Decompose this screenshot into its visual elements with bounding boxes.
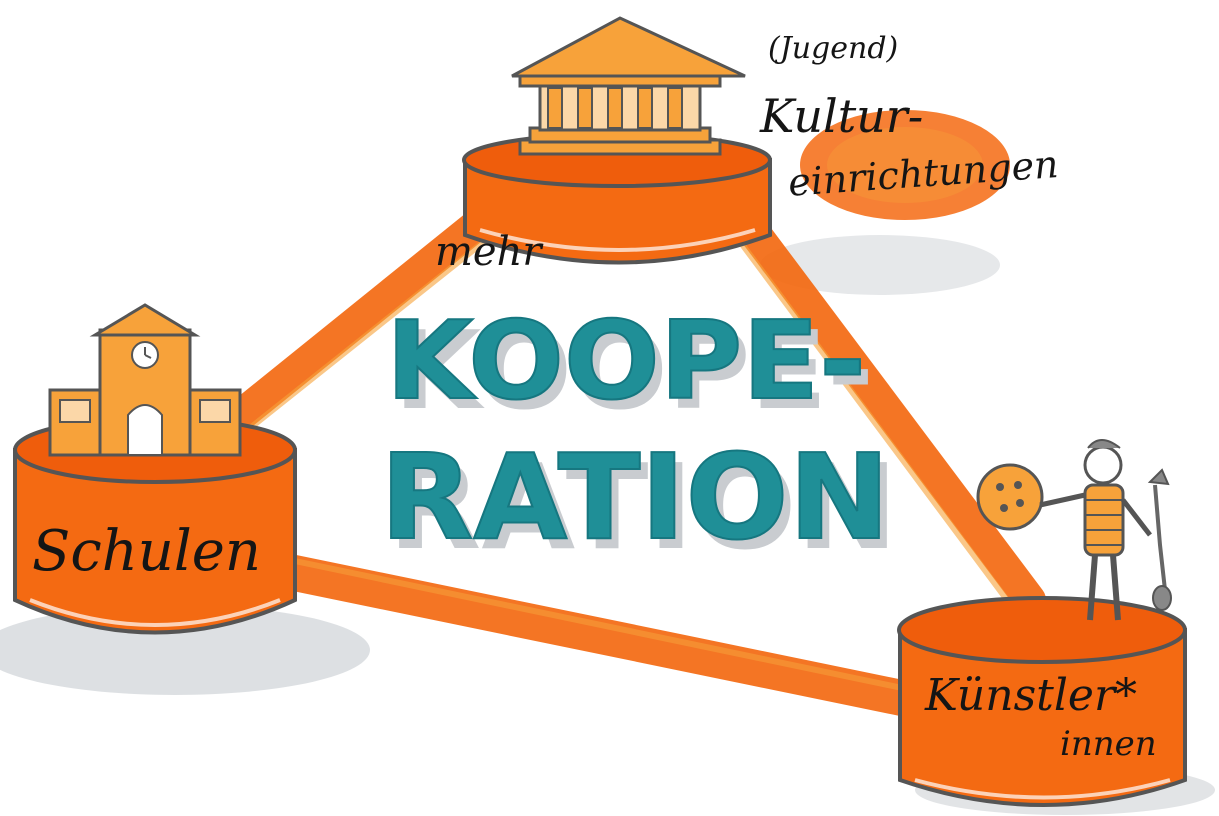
title-line1: KOOPE- (386, 299, 866, 424)
school-building-icon (50, 305, 240, 455)
museum-building-icon (512, 18, 745, 154)
kuenstler-label-line2: innen (1060, 724, 1157, 764)
kuenstler-label-line1: Künstler* (924, 670, 1137, 721)
title-line2: RATION (380, 428, 890, 566)
kultur-label-line1: Kultur- (759, 89, 923, 143)
schulen-label: Schulen (32, 519, 261, 584)
title-prefix: mehr (435, 229, 544, 275)
kultur-sublabel: (Jugend) (768, 31, 898, 66)
band-schulen-kuenstler (280, 570, 960, 710)
kultur-node (464, 18, 1010, 263)
palette-icon (978, 465, 1042, 529)
